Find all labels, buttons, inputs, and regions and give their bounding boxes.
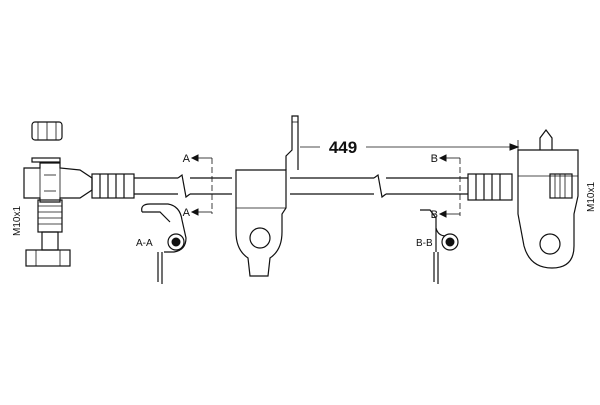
length-dimension-line	[300, 140, 520, 170]
left-thread-label: M10x1	[12, 206, 23, 236]
right-end-fitting	[517, 129, 579, 269]
section-aa-detail	[141, 203, 187, 284]
section-b-marker-top: B	[431, 153, 438, 165]
left-crimp-ferrule	[91, 173, 135, 199]
section-line-a	[190, 154, 213, 216]
section-a-marker-bottom: A	[183, 207, 191, 219]
section-bb-label: B-B	[416, 238, 433, 249]
section-bb-detail	[420, 209, 459, 284]
section-a-marker-top: A	[183, 153, 191, 165]
right-thread-label: M10x1	[586, 182, 597, 212]
left-nut	[31, 121, 63, 141]
left-bolt	[25, 199, 71, 267]
right-crimp-ferrule	[467, 173, 513, 201]
left-banjo-fitting	[23, 162, 93, 203]
section-line-b	[438, 154, 461, 218]
middle-bracket	[235, 115, 299, 277]
length-dimension-value: 449	[329, 138, 357, 157]
left-washer-top	[31, 157, 61, 163]
brake-hose	[134, 173, 468, 199]
section-aa-label: A-A	[136, 238, 153, 249]
